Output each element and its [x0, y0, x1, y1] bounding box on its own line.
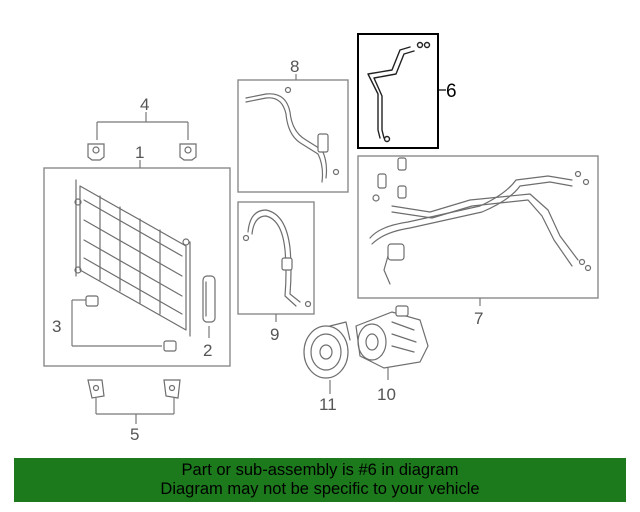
part-4-brackets[interactable]: [87, 112, 197, 161]
part-10-compressor[interactable]: [355, 305, 429, 380]
part-2-dryer[interactable]: [202, 275, 216, 338]
part-11-clutch-pulley[interactable]: [303, 321, 351, 394]
callout-10[interactable]: 10: [377, 385, 396, 404]
part-3-mounts[interactable]: [71, 295, 177, 352]
callout-1[interactable]: 1: [135, 143, 144, 162]
diagram-notice-banner: Part or sub-assembly is #6 in diagram Di…: [14, 458, 626, 502]
notice-line-part: Part or sub-assembly is #6 in diagram: [181, 461, 459, 479]
callout-8[interactable]: 8: [290, 57, 299, 76]
callout-11[interactable]: 11: [319, 395, 337, 414]
notice-line-disclaimer: Diagram may not be specific to your vehi…: [160, 480, 480, 498]
part-6-pipe-highlighted[interactable]: [357, 33, 446, 149]
callout-9[interactable]: 9: [270, 325, 279, 344]
callout-5[interactable]: 5: [130, 425, 139, 444]
callout-4[interactable]: 4: [140, 95, 149, 114]
callout-3[interactable]: 3: [52, 317, 61, 336]
part-5-brackets[interactable]: [87, 379, 181, 424]
callout-2[interactable]: 2: [203, 341, 212, 360]
part-7-pipe-assembly[interactable]: [357, 155, 599, 306]
callout-7[interactable]: 7: [474, 309, 483, 328]
callout-6[interactable]: 6: [446, 81, 457, 102]
part-1-condenser[interactable]: [43, 160, 231, 367]
part-8-hose[interactable]: [237, 74, 349, 193]
part-9-hose[interactable]: [237, 201, 315, 322]
